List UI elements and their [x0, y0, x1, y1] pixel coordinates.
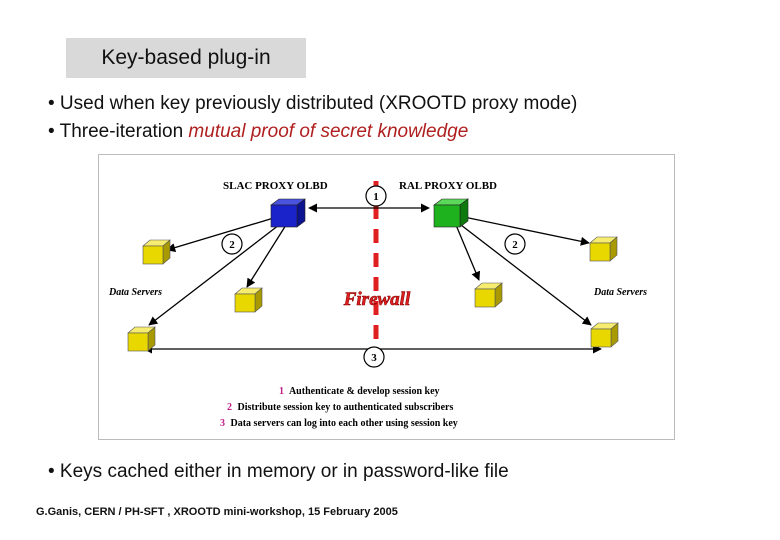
- legend-text-2: Distribute session key to authenticated …: [238, 402, 454, 413]
- data-server-cubes: [127, 236, 619, 352]
- step-1-circle: [365, 185, 387, 207]
- arrow-right-proxy-lower-server: [460, 224, 592, 326]
- step-3-circle: [363, 346, 385, 368]
- arrow-left-proxy-upper-server: [166, 216, 278, 253]
- step-1-label: 1: [373, 191, 379, 203]
- arrow-right-proxy-upper-server: [463, 216, 590, 246]
- slide-footer: G.Ganis, CERN / PH-SFT , XROOTD mini-wor…: [36, 506, 398, 518]
- legend-num-3: 3: [220, 418, 225, 429]
- bullet-prefix: • Three-iteration: [48, 121, 189, 142]
- legend-num-2: 2: [227, 402, 232, 413]
- data-server-left-mid: [234, 287, 263, 313]
- bullet-emphasis: mutual proof of secret knowledge: [188, 121, 469, 142]
- arrow-left-proxy-lower-server: [148, 224, 280, 326]
- bullet-proxy-mode: • Used when key previously distributed (…: [48, 93, 578, 114]
- architecture-diagram: 1 2 2 3 SLAC PROXY OLBD RAL PROXY OLBD D…: [98, 154, 675, 440]
- data-server-left-upper: [142, 239, 171, 265]
- bullet-keys-cached: • Keys cached either in memory or in pas…: [48, 461, 509, 482]
- data-server-right-mid: [474, 282, 503, 308]
- left-proxy-label: SLAC PROXY OLBD: [223, 180, 328, 192]
- left-proxy-cube: [270, 198, 306, 228]
- step-3-label: 3: [371, 352, 377, 364]
- arrow-left-proxy-mid-server: [246, 224, 287, 288]
- legend-num-1: 1: [279, 386, 284, 397]
- data-server-left-lower: [127, 326, 156, 352]
- bullet-three-iteration: • Three-iteration mutual proof of secret…: [48, 118, 577, 146]
- slide-title: Key-based plug-in: [66, 38, 306, 78]
- arrow-right-proxy-mid-server: [455, 224, 481, 281]
- legend-item-2: 2 Distribute session key to authenticate…: [227, 402, 453, 413]
- step-2-left-circle: [221, 233, 243, 255]
- legend-text-1: Authenticate & develop session key: [289, 386, 440, 397]
- legend-item-1: 1 Authenticate & develop session key: [279, 386, 440, 397]
- step-2-right-label: 2: [512, 239, 518, 251]
- left-data-servers-label: Data Servers: [108, 287, 162, 298]
- step-2-left-label: 2: [229, 239, 235, 251]
- arrows: [143, 203, 602, 354]
- legend: 1 Authenticate & develop session key 2 D…: [220, 386, 458, 429]
- right-data-servers-label: Data Servers: [593, 287, 647, 298]
- step-circles: 1 2 2 3: [221, 185, 526, 368]
- firewall-label: Firewall: [343, 289, 411, 310]
- step-2-right-circle: [504, 233, 526, 255]
- bullet-list: • Used when key previously distributed (…: [48, 90, 577, 146]
- right-proxy-cube: [433, 198, 469, 228]
- data-server-right-lower: [590, 322, 619, 348]
- legend-text-3: Data servers can log into each other usi…: [231, 418, 458, 429]
- legend-item-3: 3 Data servers can log into each other u…: [220, 418, 458, 429]
- data-server-right-upper: [589, 236, 618, 262]
- right-proxy-label: RAL PROXY OLBD: [399, 180, 497, 192]
